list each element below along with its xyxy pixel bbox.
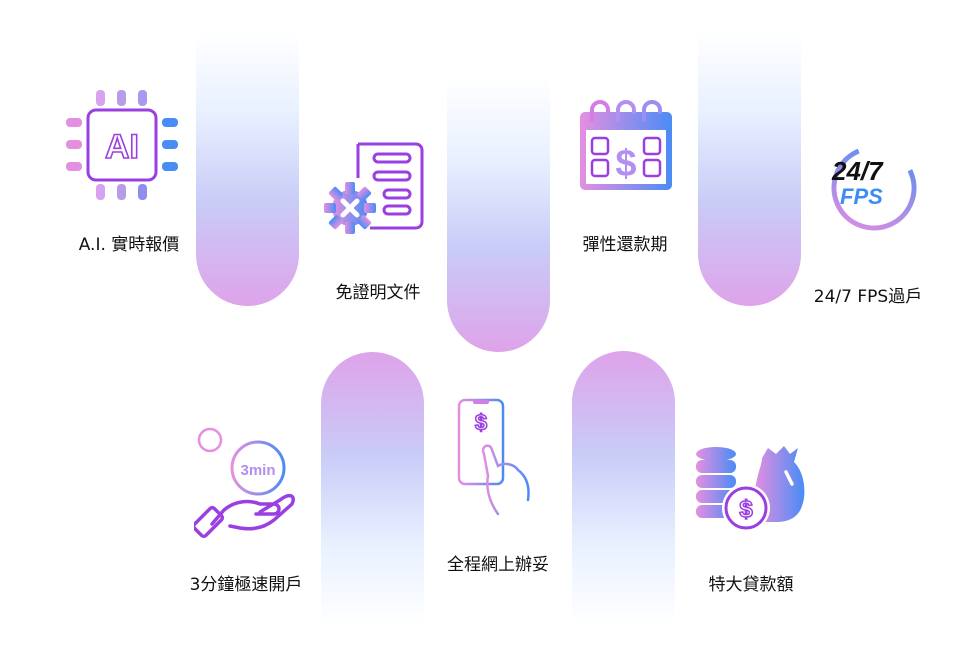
feature-label-ai-quote: A.I. 實時報價 xyxy=(78,235,180,255)
decorative-pillar-2 xyxy=(447,78,550,352)
coins-moneybag-icon: $ xyxy=(694,444,806,536)
calendar-dollar-icon: $ xyxy=(578,98,674,192)
fps-text: FPS xyxy=(840,184,883,209)
decorative-pillar-1 xyxy=(196,32,299,306)
svg-text:$: $ xyxy=(475,410,487,435)
svg-text:AI: AI xyxy=(105,128,139,166)
decorative-pillar-4 xyxy=(321,352,424,625)
feature-label-no-docs: 免證明文件 xyxy=(335,283,421,303)
svg-text:$: $ xyxy=(615,143,636,185)
feature-label-large-loan: 特大貸款額 xyxy=(708,575,794,595)
three-min-text: 3min xyxy=(240,462,275,479)
fps-24-7-icon: 24/7 FPS xyxy=(826,142,922,232)
feature-label-quick-open: 3分鐘極速開戶 xyxy=(189,575,303,595)
feature-label-online-process: 全程網上辦妥 xyxy=(447,555,549,575)
feature-label-flexible-repayment: 彈性還款期 xyxy=(582,235,668,255)
phone-tap-dollar-icon: $ xyxy=(456,396,532,522)
decorative-pillar-3 xyxy=(698,32,801,306)
svg-text:$: $ xyxy=(739,496,753,523)
hand-3min-icon: 3min xyxy=(191,424,300,540)
feature-label-fps-transfer: 24/7 FPS過戶 xyxy=(813,287,923,307)
document-gear-icon xyxy=(318,138,428,238)
decorative-pillar-5 xyxy=(572,351,675,625)
fps-24-7-text: 24/7 xyxy=(831,156,884,186)
ai-chip-icon: AI xyxy=(64,88,180,204)
